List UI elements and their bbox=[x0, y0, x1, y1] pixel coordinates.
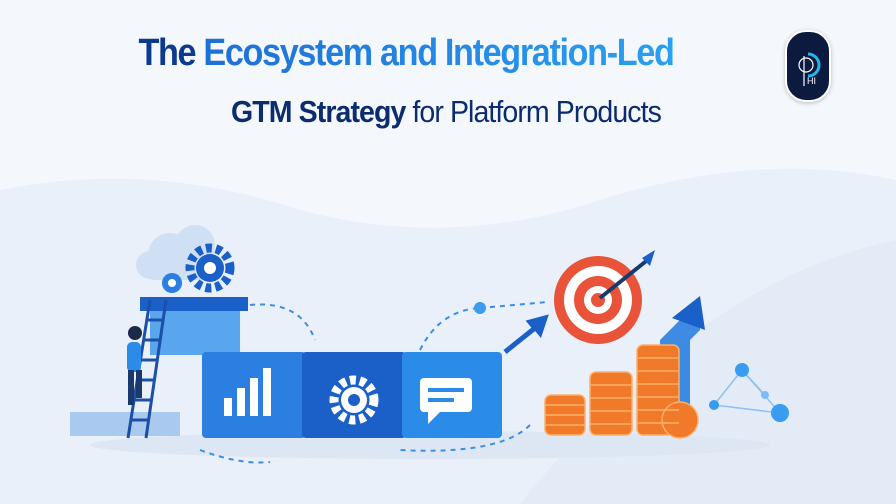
chat-icon bbox=[402, 352, 502, 438]
bar-chart-icon bbox=[202, 352, 306, 438]
brand-logo: HI bbox=[785, 30, 831, 102]
title-regular-part: for Platform Products bbox=[412, 94, 661, 129]
title-bold-part: GTM Strategy bbox=[231, 94, 406, 129]
arrow-icon bbox=[503, 314, 549, 354]
title-word-the: The bbox=[138, 32, 196, 74]
gear-icon bbox=[162, 243, 235, 293]
title-highlight: Ecosystem and Integration-Led bbox=[203, 32, 675, 74]
page-title-line1: The Ecosystem and Integration-Led bbox=[3, 32, 809, 75]
network-icon bbox=[709, 363, 789, 422]
target-icon bbox=[554, 250, 655, 344]
cloud-icon bbox=[136, 225, 215, 280]
gear-block-icon bbox=[302, 352, 406, 438]
svg-text:HI: HI bbox=[807, 76, 816, 86]
person-icon bbox=[127, 326, 142, 405]
page-title-line2: GTM Strategy for Platform Products bbox=[34, 94, 858, 130]
